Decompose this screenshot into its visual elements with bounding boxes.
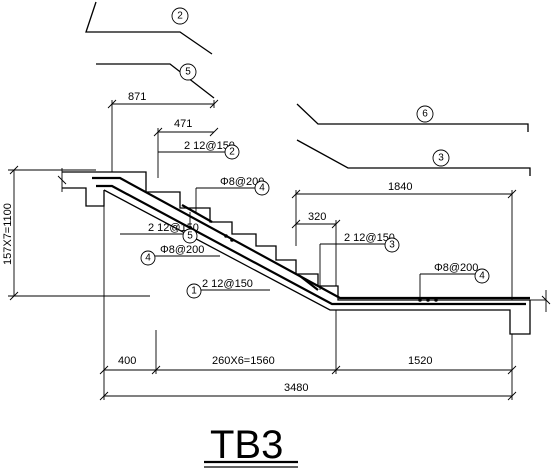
marker-4a-num: 4 [259, 183, 265, 194]
dim-1840-text: 1840 [388, 181, 412, 193]
rebar-lines [92, 176, 530, 306]
marker-3-num: 3 [438, 153, 444, 164]
marker-5-num: 5 [185, 67, 191, 78]
dim-3480-text: 3480 [284, 382, 308, 394]
drawing-title: TB3 [204, 423, 298, 468]
dim-1100: 157X7=1100 [2, 165, 150, 301]
rebar-3-text: 2 12@150 [344, 232, 395, 244]
rebar-annotations: 2 12@150 2 Φ8@200 4 2 12@150 5 Φ8@200 4 … [120, 140, 490, 299]
dim-bottom-row: 400 260X6=1560 1520 [99, 190, 517, 400]
marker-1-num: 1 [191, 286, 197, 297]
dim-320: 320 [291, 211, 341, 286]
marker-3b-num: 3 [389, 240, 395, 251]
marker-4b [140, 250, 156, 266]
title-text: TB3 [210, 423, 283, 467]
dim-871: 871 [107, 91, 219, 172]
marker-2 [171, 7, 189, 25]
rebar-shape-5: 5 [96, 63, 215, 99]
rebar-shape-6: 6 [296, 103, 529, 132]
rebar-shape-2: 2 [85, 1, 213, 55]
marker-4b-num: 4 [145, 253, 151, 264]
dim-3480: 3480 [99, 382, 517, 401]
marker-3 [432, 149, 450, 167]
dim-871-text: 871 [128, 91, 146, 103]
marker-2-num: 2 [177, 11, 183, 22]
dim-1100-text: 157X7=1100 [2, 203, 14, 265]
rebar-shape-3: 3 [296, 139, 531, 176]
marker-2b [224, 144, 240, 160]
rebar-2-top-text: 2 12@150 [184, 140, 235, 152]
dim-1840: 1840 [291, 181, 517, 300]
dim-471-text: 471 [174, 118, 192, 130]
rebar-4-right-text: Φ8@200 [434, 262, 478, 274]
stair-outline [57, 168, 551, 335]
marker-4c [474, 268, 490, 284]
dim-400-text: 400 [118, 355, 136, 367]
marker-5b [182, 228, 198, 244]
marker-5 [179, 63, 197, 81]
rebar-1-text: 2 12@150 [202, 278, 253, 290]
marker-6 [416, 105, 434, 123]
dim-1560-text: 260X6=1560 [212, 355, 275, 367]
rebar-4-top-text: Φ8@200 [220, 176, 264, 188]
dim-1520-text: 1520 [408, 355, 432, 367]
marker-3b [384, 237, 400, 253]
rebar-4-mid-text: Φ8@200 [160, 244, 204, 256]
marker-1 [186, 283, 202, 299]
marker-5b-num: 5 [187, 231, 193, 242]
dim-320-text: 320 [308, 211, 326, 223]
marker-2b-num: 2 [229, 147, 235, 158]
marker-6-num: 6 [422, 109, 428, 120]
marker-4a [254, 180, 270, 196]
marker-4c-num: 4 [479, 271, 485, 282]
dim-471: 471 [153, 118, 219, 178]
